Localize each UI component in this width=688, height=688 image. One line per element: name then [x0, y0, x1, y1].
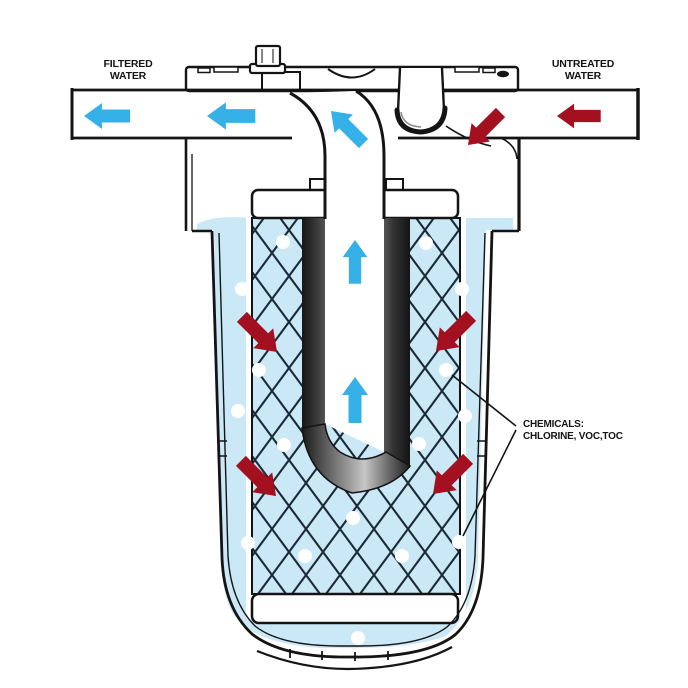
- housing-bowl: [192, 229, 519, 671]
- chemical-bubble: [241, 536, 255, 550]
- chemical-bubble: [419, 236, 433, 250]
- relief-button-stem: [254, 44, 282, 68]
- filtered-water-label-line1: FILTERED: [104, 58, 154, 70]
- chemical-bubble: [395, 549, 409, 563]
- bowl-bottom-accent: [256, 646, 453, 671]
- untreated-water-label-line2: WATER: [565, 70, 602, 82]
- plate-slot-3: [454, 66, 480, 73]
- filtered-flow-arrow-1: [84, 103, 130, 129]
- bowl-outer-wall: [210, 230, 494, 659]
- relief-button-base: [261, 71, 301, 92]
- chemical-bubble: [346, 511, 360, 525]
- inlet-port-rim: [394, 105, 448, 135]
- tube-bottom-shoe: [301, 423, 412, 494]
- plate-slot-4: [482, 67, 496, 74]
- filter-head: [70, 44, 640, 231]
- mesh-inflow-lower-right-arrow: [433, 453, 474, 494]
- chemical-bubble: [252, 363, 266, 377]
- chemical-bubble: [439, 363, 453, 377]
- plate-center-dip: [327, 68, 376, 79]
- cartridge-bottom-cap: [250, 592, 460, 625]
- mesh-inflow-lower-left-arrow: [235, 455, 276, 496]
- center-riser-tube: [289, 89, 412, 494]
- inlet-guide-arc-2: [500, 137, 518, 160]
- plate-slot-2: [213, 66, 239, 73]
- filtered-water-label: FILTERED WATER: [104, 58, 154, 82]
- chemical-bubble: [298, 549, 312, 563]
- chemical-bubble: [231, 404, 245, 418]
- chemical-bubble: [429, 606, 443, 620]
- tube-dark-wall-left: [302, 218, 325, 432]
- bowl-inner-wall: [218, 232, 486, 647]
- untreated-water-label-line1: UNTREATED: [552, 58, 615, 70]
- inlet-port-sides: [396, 67, 446, 112]
- untreated-water-label: UNTREATED WATER: [552, 58, 615, 82]
- inlet-port-fill: [398, 68, 444, 131]
- chemical-bubble: [412, 437, 426, 451]
- chemicals-pointer-lines: [451, 374, 517, 537]
- chemical-bubble: [458, 409, 472, 423]
- inlet-flow-arrow: [468, 107, 506, 145]
- elbow-flow-arrow: [331, 111, 369, 149]
- plate-slot-1: [197, 67, 211, 74]
- chemicals-label-line2: CHLORINE, VOC,TOC: [523, 431, 623, 442]
- bowl-side-marks: [218, 440, 486, 457]
- flow-arrows: [84, 102, 601, 496]
- untreated-flow-arrow: [557, 103, 601, 129]
- chemicals-label: CHEMICALS: CHLORINE, VOC,TOC: [523, 419, 623, 442]
- riser-wall-line-left: [289, 91, 327, 219]
- bowl-bottom-ticks: [289, 649, 389, 661]
- filtered-water-label-line2: WATER: [110, 70, 147, 82]
- riser-wall-line-right: [355, 89, 386, 219]
- chemical-bubble: [277, 438, 291, 452]
- chemical-bubble: [276, 235, 290, 249]
- chemical-bubble: [455, 282, 469, 296]
- riser-flow-arrow-upper: [342, 240, 368, 284]
- relief-button-ridges: [261, 49, 274, 63]
- chemicals-label-line1: CHEMICALS:: [523, 419, 584, 430]
- plate-notch: [497, 70, 509, 78]
- chemical-bubble: [452, 535, 466, 549]
- riser-flow-arrow-lower: [342, 377, 368, 423]
- riser-channel-white: [290, 91, 384, 452]
- filtered-flow-arrow-2: [207, 102, 256, 130]
- inlet-port-rim-highlight: [400, 111, 422, 128]
- chemical-bubble: [275, 607, 289, 621]
- pointer-line-upper: [451, 374, 517, 427]
- chemical-bubble: [351, 631, 365, 645]
- mesh-inflow-upper-right-arrow: [436, 310, 477, 351]
- pointer-line-lower: [462, 429, 517, 537]
- mesh-inflow-upper-left-arrow: [236, 311, 277, 352]
- inlet-guide-arc-1: [445, 125, 492, 147]
- chemical-bubble: [235, 282, 249, 296]
- tube-dark-wall-right: [384, 218, 410, 468]
- chemical-bubbles: [231, 235, 472, 645]
